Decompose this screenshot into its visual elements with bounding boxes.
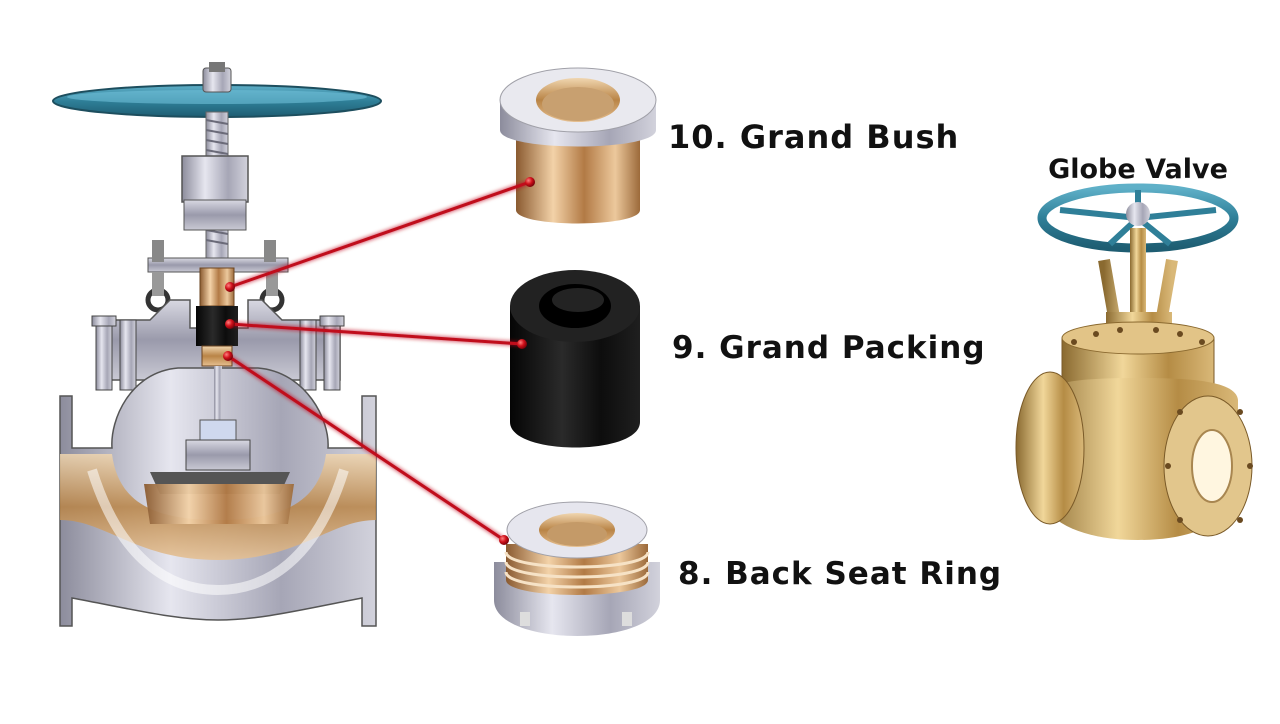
back-seat-ring-part	[494, 502, 660, 636]
part-label-grand-bush: 10. Grand Bush	[668, 118, 959, 156]
valve-cutaway-illustration	[53, 62, 381, 626]
globe-valve-inset-illustration: Globe Valve	[1016, 154, 1253, 540]
part-label-back-seat-ring: 8. Back Seat Ring	[678, 556, 1002, 592]
grand-bush-part	[500, 68, 656, 224]
part-label-grand-packing: 9. Grand Packing	[672, 330, 986, 366]
handwheel	[53, 62, 381, 117]
leader-line-grand-bush	[230, 182, 530, 287]
inset-title: Globe Valve	[1048, 154, 1228, 185]
grand-packing-part	[510, 270, 640, 448]
yoke-nut	[182, 156, 248, 202]
